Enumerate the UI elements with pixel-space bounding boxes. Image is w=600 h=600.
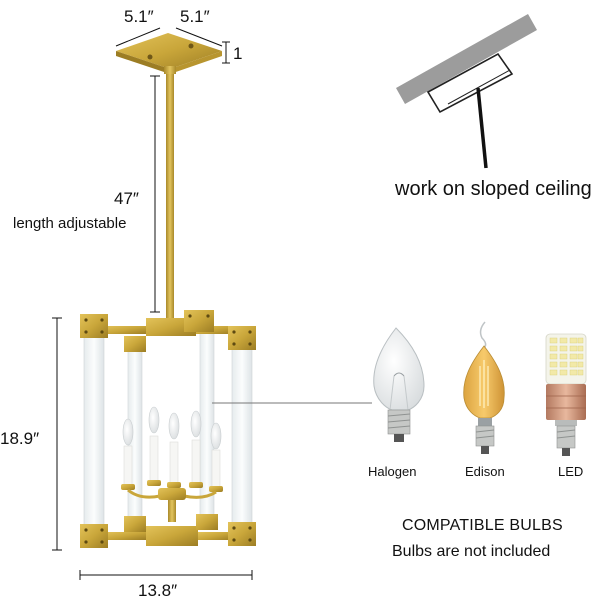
fixture-body xyxy=(80,310,256,548)
halogen-bulb-icon xyxy=(373,327,425,442)
sloped-ceiling-diagram xyxy=(396,14,537,169)
fixture-height-label: 18.9″ xyxy=(0,429,40,448)
bulb-label-led: LED xyxy=(558,464,584,479)
edison-bulb-icon xyxy=(463,321,505,454)
rod-dimension-line xyxy=(150,75,160,313)
canopy-height-label: 1 xyxy=(233,44,243,63)
candles xyxy=(121,406,223,522)
rod-adjustable-note: length adjustable xyxy=(13,215,127,232)
rod-length-label: 47″ xyxy=(114,189,139,208)
bulbs-not-included-note: Bulbs are not included xyxy=(392,543,551,560)
downrod xyxy=(166,74,174,324)
canopy-dimension-lines xyxy=(115,27,230,64)
height-dimension-line xyxy=(52,317,62,551)
canopy-depth-label: 5.1″ xyxy=(180,7,210,26)
bulb-label-edison: Edison xyxy=(465,464,505,479)
width-dimension-line xyxy=(79,570,253,580)
bulb-label-halogen: Halogen xyxy=(368,464,417,479)
compatible-bulbs-title: COMPATIBLE BULBS xyxy=(402,517,563,534)
led-bulb-icon xyxy=(545,333,587,456)
fixture-width-label: 13.8″ xyxy=(138,581,178,600)
canopy-width-label: 5.1″ xyxy=(124,7,154,26)
sloped-ceiling-caption: work on sloped ceiling xyxy=(395,178,592,200)
canopy xyxy=(116,33,222,74)
